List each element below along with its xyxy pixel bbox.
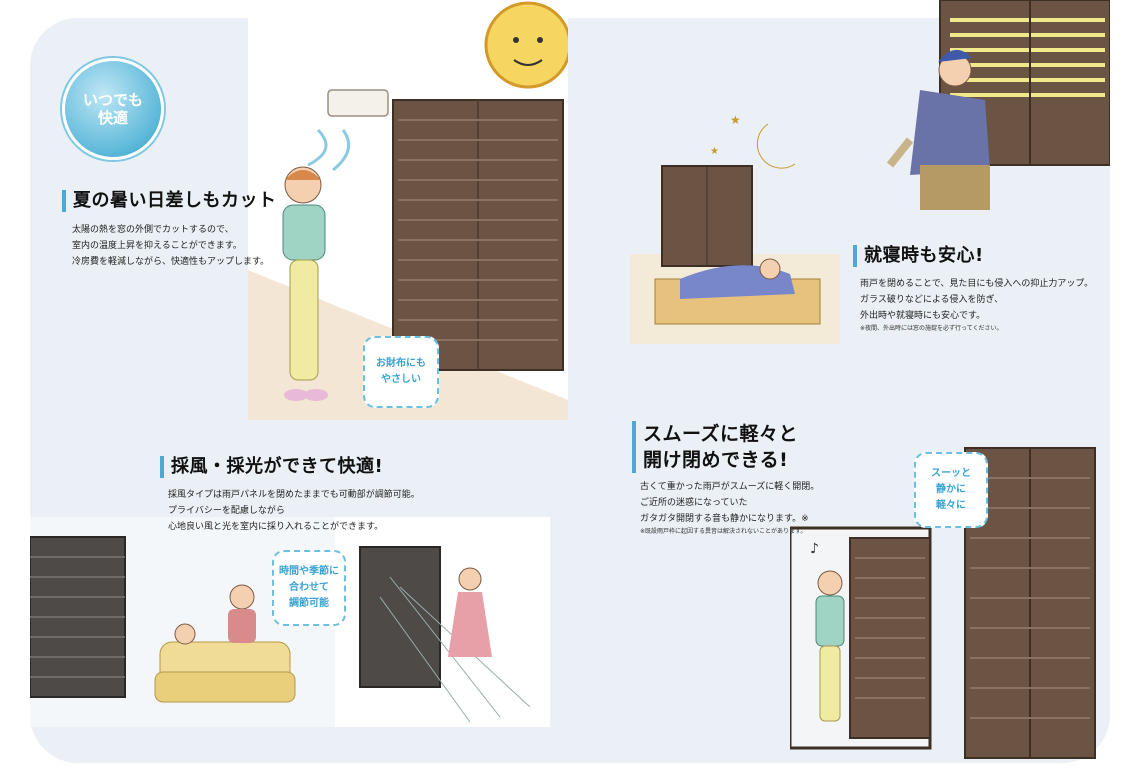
sleep-note: ※夜間、外出時には窓の施錠を必ず行ってください。 <box>860 325 1003 332</box>
quiet-light-bubble: スーッと 静かに 軽々に <box>914 452 988 528</box>
bubble-line: スーッと <box>931 468 971 479</box>
ventilation-heading: 採風・採光ができて快適! <box>160 456 383 478</box>
summer-line-1: 太陽の熱を窓の外側でカットするので、 <box>72 225 234 235</box>
bubble-line: お財布にも <box>376 358 426 369</box>
ventilation-line-1: 採風タイプは雨戸パネルを閉めたままでも可動部が調節可能。 <box>168 490 420 500</box>
bubble-line: 軽々に <box>936 500 966 511</box>
summer-body: 太陽の熱を窓の外側でカットするので、 室内の温度上昇を抑えることができます。 冷… <box>72 222 269 270</box>
ventilation-body: 採風タイプは雨戸パネルを閉めたままでも可動部が調節可能。 プライバシーを配慮しな… <box>168 487 420 535</box>
badge-line2: 快適 <box>97 109 128 127</box>
summer-line-3: 冷房費を軽減しながら、快適性もアップします。 <box>72 257 270 267</box>
smooth-line-3: ガタガタ開閉する音も静かになります。※ <box>640 514 809 524</box>
wallet-friendly-bubble: お財布にも やさしい <box>363 336 439 408</box>
bedroom-illustration: ★ ★ <box>620 104 840 344</box>
summer-line-2: 室内の温度上昇を抑えることができます。 <box>72 241 242 251</box>
adjustable-bubble: 時間や季節に 合わせて 調節可能 <box>272 550 346 626</box>
sleep-line-3: 外出時や就寝時にも安心です。 <box>860 311 986 321</box>
sleep-body: 雨戸を閉めることで、見た目にも侵入への抑止力アップ。 ガラス破りなどによる侵入を… <box>860 276 1093 334</box>
ventilation-line-3: 心地良い風と光を室内に採り入れることができます。 <box>168 522 384 532</box>
smooth-body: 古くて重かった雨戸がスムーズに軽く開閉。 ご近所の迷惑になっていた ガタガタ開閉… <box>640 479 819 537</box>
smooth-heading-line2: 開け閉めできる! <box>643 449 789 471</box>
smooth-shutter-illustration: ♪ <box>790 447 1096 759</box>
smooth-line-1: 古くて重かった雨戸がスムーズに軽く開閉。 <box>640 482 820 492</box>
summer-heading: 夏の暑い日差しもカット <box>62 190 277 212</box>
sleep-heading: 就寝時も安心! <box>853 245 984 267</box>
summer-room-illustration <box>248 0 568 420</box>
always-comfortable-badge: いつでも 快適 <box>62 58 164 160</box>
ventilation-room-illustration <box>30 517 550 727</box>
smooth-note: ※既設雨戸枠に起因する異音は解決されないことがあります。 <box>640 528 807 535</box>
bubble-line: 合わせて <box>289 582 329 593</box>
sleep-line-2: ガラス破りなどによる侵入を防ぎ、 <box>860 295 1004 305</box>
smooth-line-2: ご近所の迷惑になっていた <box>640 498 748 508</box>
sleep-line-1: 雨戸を閉めることで、見た目にも侵入への抑止力アップ。 <box>860 279 1094 289</box>
smooth-heading-line1: スムーズに軽々と <box>643 423 799 445</box>
bubble-line: やさしい <box>381 374 421 385</box>
svg-text:★: ★ <box>710 146 719 157</box>
worker-illustration <box>886 0 1110 210</box>
ventilation-line-2: プライバシーを配慮しながら <box>168 506 285 516</box>
svg-text:♪: ♪ <box>810 541 819 557</box>
bubble-line: 時間や季節に <box>279 566 339 577</box>
badge-line1: いつでも <box>82 91 143 109</box>
svg-text:★: ★ <box>730 113 741 127</box>
smooth-heading: スムーズに軽々と 開け閉めできる! <box>632 421 798 473</box>
bubble-line: 静かに <box>936 484 966 495</box>
bubble-line: 調節可能 <box>289 598 329 609</box>
